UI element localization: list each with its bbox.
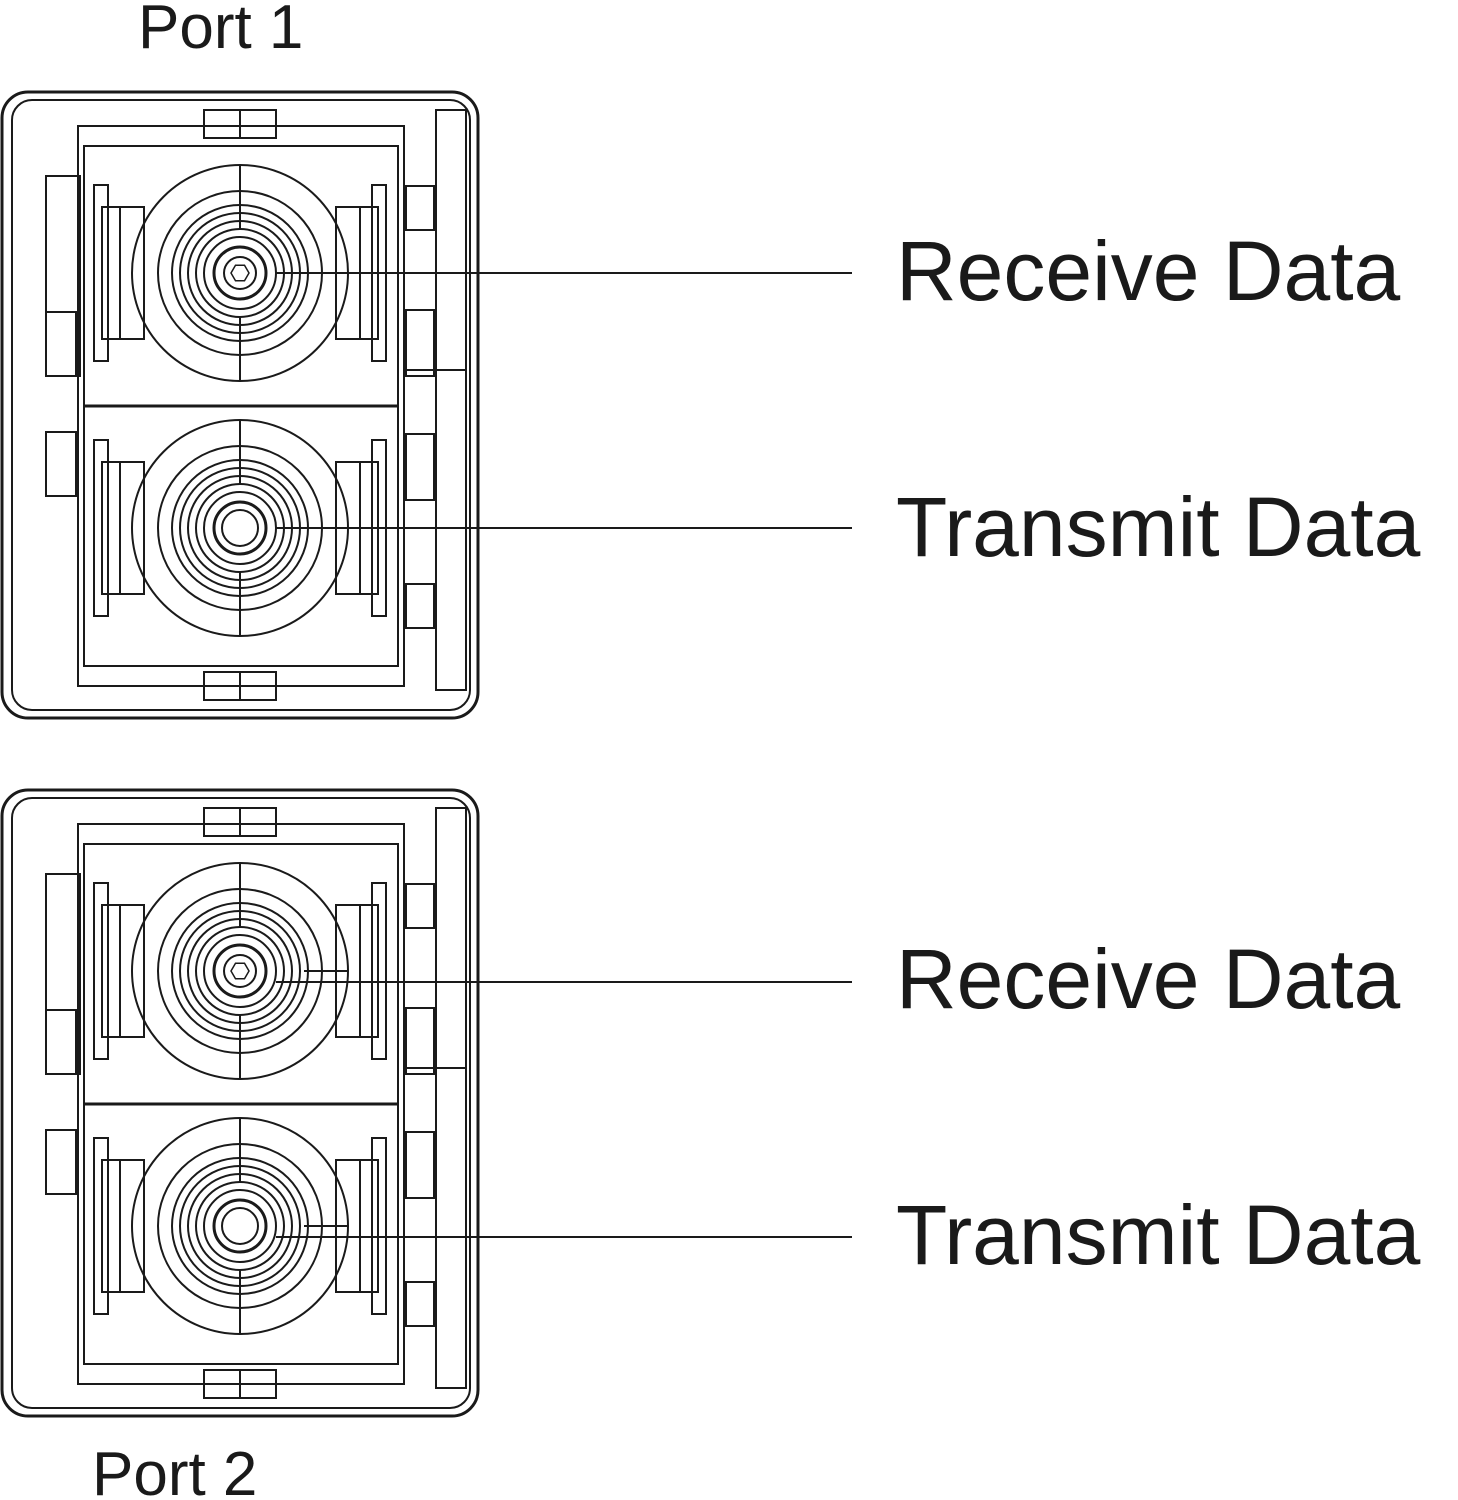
port-2-left-latch-top-key: [45, 1009, 77, 1075]
port-2-right-mark-top: [405, 883, 435, 929]
port-2-transmit-left-clip-rail: [93, 1137, 109, 1315]
port-1-transmit-label: Transmit Data: [896, 480, 1421, 574]
port-2-right-rail: [435, 807, 467, 1389]
port-1-right-mark-top: [405, 185, 435, 231]
port-1-receive-core-hex: [230, 264, 250, 282]
port-1-right-mark-bottom: [405, 583, 435, 629]
port-2-transmit-core-inner: [221, 1207, 259, 1245]
port-2-receive-core-ring: [212, 943, 268, 999]
port-2-receive-ferrule: [93, 862, 387, 1080]
port-2-receive-ring-6: [195, 926, 285, 1016]
port-1-left-latch-top: [45, 175, 81, 377]
port-2-right-mark-bottom: [405, 1281, 435, 1327]
port-1-receive-label: Receive Data: [896, 224, 1401, 318]
port-1-receive-left-clip-rail: [93, 184, 109, 362]
port-1-housing-inner: [11, 99, 471, 711]
port-2-connector: [0, 788, 480, 1418]
port-1-transmit-core-ring: [212, 500, 268, 556]
port-2-receive-core-inner: [223, 954, 257, 988]
port-2-transmit-ring-7: [203, 1189, 277, 1263]
port-2-title: Port 2: [92, 1440, 257, 1500]
port-1-receive-left-clip: [101, 206, 145, 340]
port-2-receive-core-hex: [230, 962, 250, 980]
port-1-transmit-ring-6: [195, 483, 285, 573]
port-2-transmit-ferrule: [93, 1117, 387, 1335]
port-2-housing: [0, 788, 480, 1418]
port-2-receive-ring-7: [203, 934, 277, 1008]
port-2-receive-left-clip: [101, 904, 145, 1038]
port-1-connector: [0, 90, 480, 720]
port-2-right-key-bottom: [405, 1131, 435, 1199]
port-1-housing: [0, 90, 480, 720]
port-1-left-latch-bottom-key: [45, 431, 77, 497]
port-2-housing-inner: [11, 797, 471, 1409]
port-1-right-rail: [435, 109, 467, 691]
port-2-right-key-top: [405, 1007, 435, 1075]
port-2-transmit-left-clip: [101, 1159, 145, 1293]
port-1-receive-ring-6: [195, 228, 285, 318]
port-2-receive-ring-4: [179, 910, 301, 1032]
port-2-transmit-right-clip-rail: [371, 1137, 387, 1315]
port-1-right-key-top: [405, 309, 435, 377]
port-1-transmit-left-clip: [101, 461, 145, 595]
port-1-transmit-core-inner: [221, 509, 259, 547]
port-2-left-latch-top: [45, 873, 81, 1075]
port-1-right-key-bottom: [405, 433, 435, 501]
port-1-title: Port 1: [138, 0, 303, 62]
port-2-transmit-ring-4: [179, 1165, 301, 1287]
port-1-transmit-left-clip-rail: [93, 439, 109, 617]
port-1-frame: [77, 125, 405, 687]
port-1-receive-core-inner: [223, 256, 257, 290]
port-2-receive-right-clip-rail: [371, 882, 387, 1060]
port-2-frame: [77, 823, 405, 1385]
port-2-receive-left-clip-rail: [93, 882, 109, 1060]
port-2-left-latch-bottom-key: [45, 1129, 77, 1195]
port-2-transmit-label: Transmit Data: [896, 1188, 1421, 1282]
port-2-transmit-ring-6: [195, 1181, 285, 1271]
port-2-receive-label: Receive Data: [896, 932, 1401, 1026]
port-2-transmit-core-ring: [212, 1198, 268, 1254]
port-1-receive-core-ring: [212, 245, 268, 301]
port-1-left-latch-top-key: [45, 311, 77, 377]
